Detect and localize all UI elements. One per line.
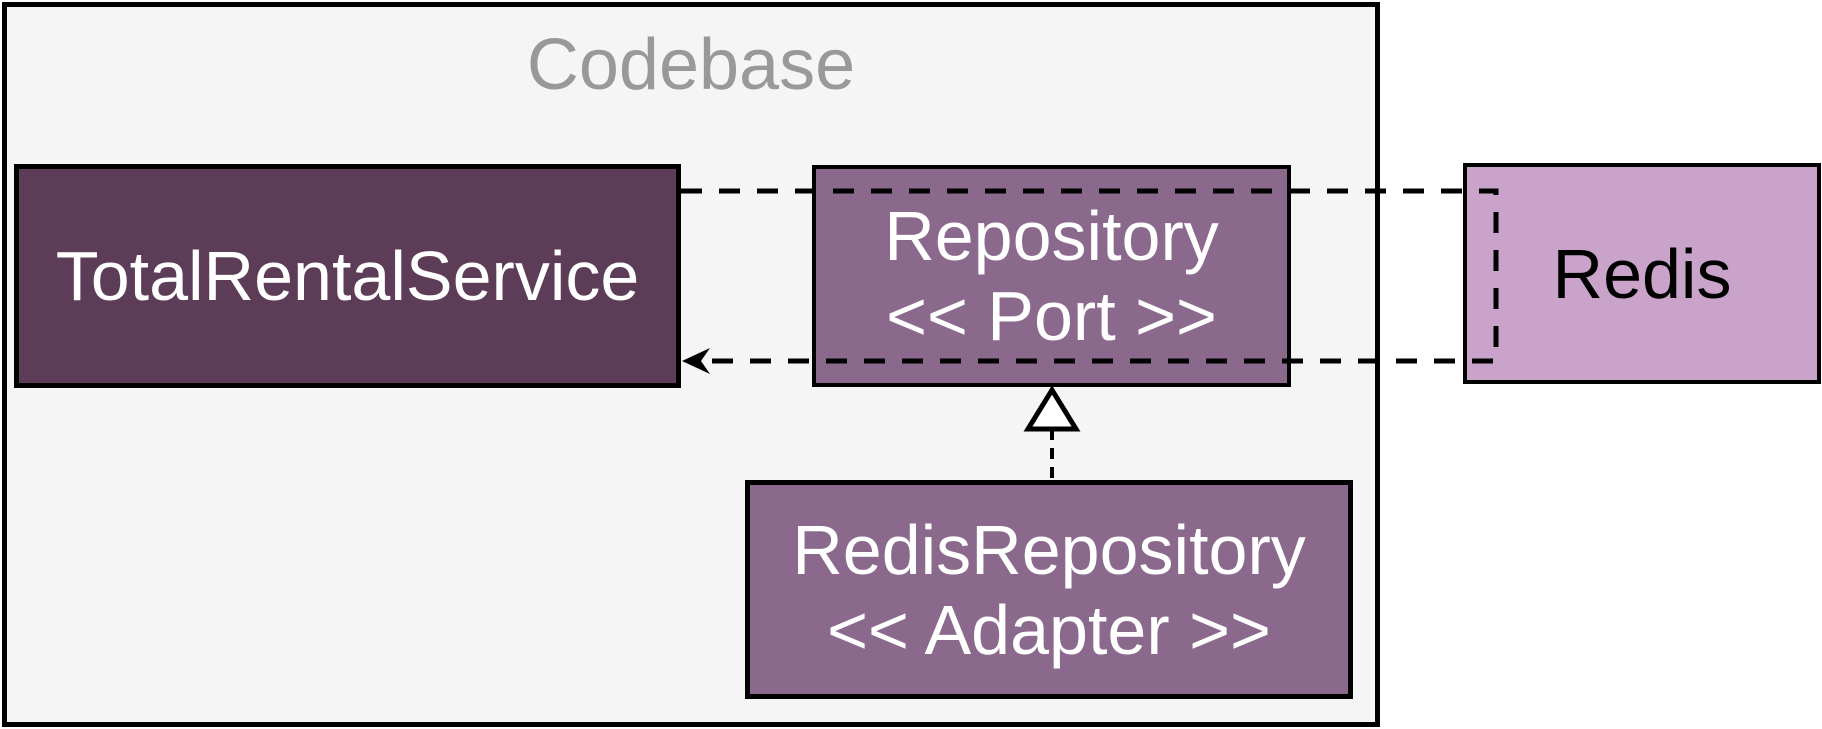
node-label: RedisRepository bbox=[792, 510, 1306, 589]
node-stereotype: << Port >> bbox=[886, 277, 1217, 355]
node-label: Redis bbox=[1552, 234, 1732, 313]
node-total-rental-service: TotalRentalService bbox=[14, 164, 681, 388]
node-label: TotalRentalService bbox=[55, 237, 640, 315]
node-repository-port: Repository << Port >> bbox=[812, 165, 1291, 387]
node-redis: Redis bbox=[1463, 163, 1821, 384]
node-label: Repository bbox=[884, 197, 1219, 275]
node-stereotype: << Adapter >> bbox=[827, 590, 1271, 669]
node-redis-repository-adapter: RedisRepository << Adapter >> bbox=[745, 480, 1353, 699]
codebase-title: Codebase bbox=[526, 25, 856, 105]
